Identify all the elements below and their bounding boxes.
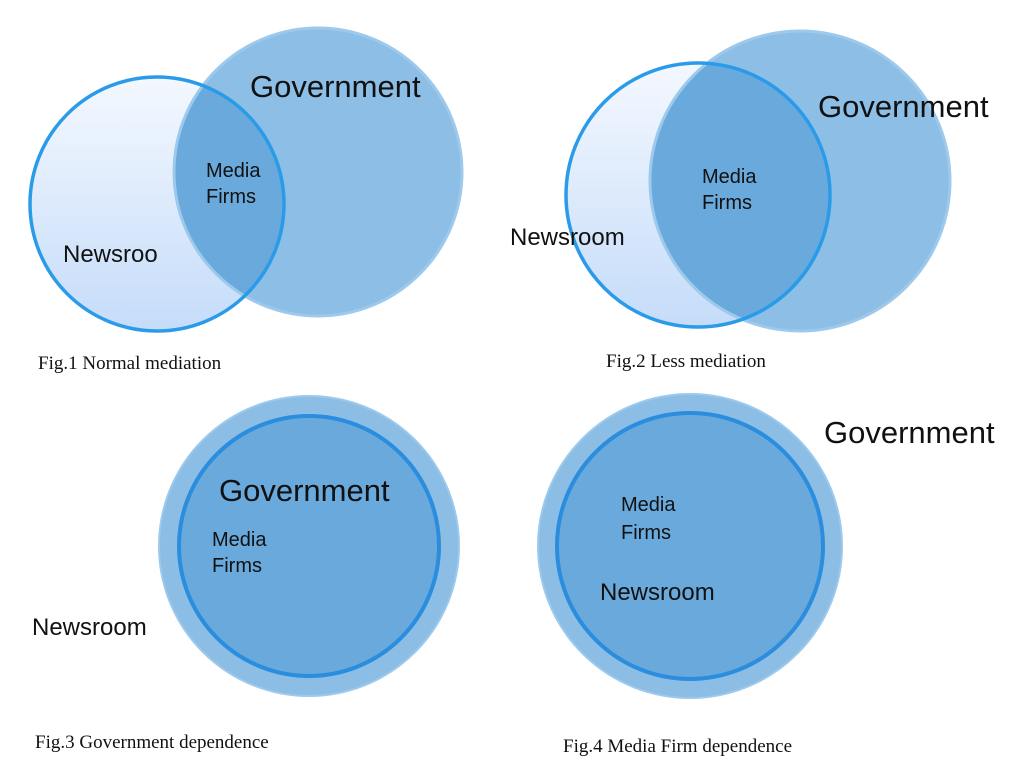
media-firms-overlap <box>650 63 830 327</box>
government-circle-outline <box>172 26 464 318</box>
media-firms-label-line2: Firms <box>206 186 256 208</box>
media-firms-inner-circle <box>555 411 825 681</box>
government-label: Government <box>824 415 995 450</box>
newsroom-label: Newsroom <box>510 224 625 251</box>
figure-3-government-dependence: Government Media Firms Newsroom Fig.3 Go… <box>32 395 460 753</box>
media-firms-inner-circle <box>177 414 441 678</box>
newsroom-label: Newsroom <box>32 614 147 641</box>
newsroom-circle-outline <box>28 75 286 333</box>
figure-caption: Fig.2 Less mediation <box>606 351 766 372</box>
government-label: Government <box>219 473 390 508</box>
newsroom-circle-outline <box>564 61 832 329</box>
newsroom-label: Newsroo <box>63 241 158 268</box>
newsroom-label: Newsroom <box>600 579 715 606</box>
government-label: Government <box>818 89 989 124</box>
figure-caption: Fig.3 Government dependence <box>35 732 269 753</box>
figure-2-less-mediation: Government Media Firms Newsroom Fig.2 Le… <box>510 29 989 372</box>
media-firms-label-line2: Firms <box>702 192 752 214</box>
media-firms-label-line1: Media <box>206 160 261 182</box>
media-firms-label-line1: Media <box>621 494 676 516</box>
figure-caption: Fig.4 Media Firm dependence <box>563 736 792 757</box>
media-firms-label-line2: Firms <box>621 522 671 544</box>
figure-caption: Fig.1 Normal mediation <box>38 353 222 374</box>
media-firms-label-line1: Media <box>702 166 757 188</box>
government-label: Government <box>250 69 421 104</box>
media-firms-label-line2: Firms <box>212 555 262 577</box>
figure-1-normal-mediation: Government Media Firms Newsroo Fig.1 Nor… <box>28 26 464 374</box>
media-firms-label-line1: Media <box>212 529 267 551</box>
figure-4-media-firm-dependence: Government Media Firms Newsroom Fig.4 Me… <box>537 393 995 757</box>
government-circle-outline <box>648 29 952 333</box>
